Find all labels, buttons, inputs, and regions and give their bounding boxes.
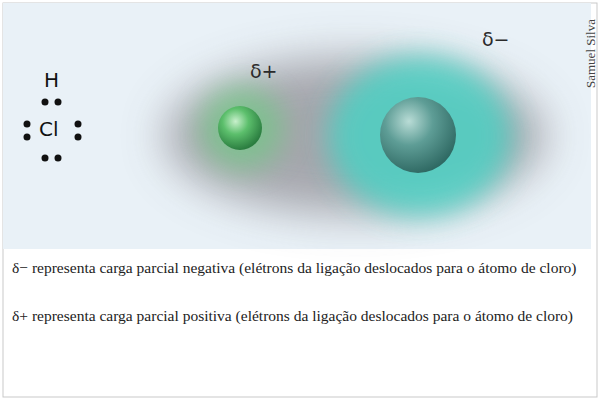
legend-note: δ− representa carga parcial negativa (el… xyxy=(12,258,587,278)
atom-symbol: Cl xyxy=(39,117,59,141)
partial-charge: δ+ xyxy=(250,60,278,82)
panel xyxy=(3,3,591,249)
legend-note: δ+ representa carga parcial positiva (el… xyxy=(12,306,587,326)
electron-dots xyxy=(24,99,82,162)
partial-charge: δ− xyxy=(482,28,510,50)
hydrogen-atom xyxy=(218,106,262,150)
atom-symbol: H xyxy=(44,68,59,92)
electron-cloud xyxy=(165,56,545,216)
frame xyxy=(3,3,597,397)
credit: Samuel Silva xyxy=(583,19,599,88)
chlorine-atom xyxy=(380,97,456,173)
